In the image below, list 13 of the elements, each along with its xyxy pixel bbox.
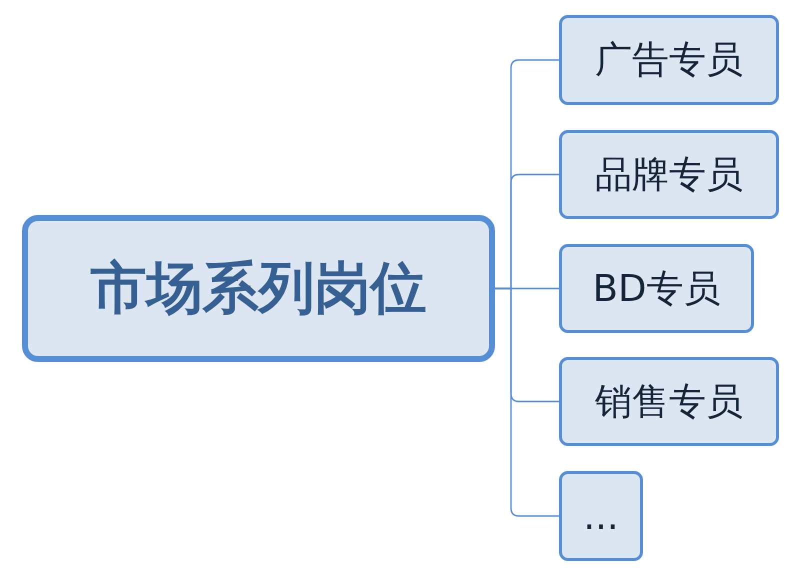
subtopic-box (559, 15, 779, 105)
topic-box (22, 215, 495, 362)
subtopic-label: BD专员 (592, 266, 720, 312)
subtopic-box (559, 244, 754, 333)
subtopic-label: 品牌专员 (595, 152, 743, 198)
subtopic-box (559, 357, 779, 446)
subtopic-box (559, 471, 643, 561)
topic-label: 市场系列岗位 (90, 254, 426, 322)
subtopic-label: 销售专员 (595, 378, 743, 424)
subtopic-box (559, 130, 779, 219)
subtopic-label: ... (583, 494, 619, 538)
subtopic-label: 广告专员 (595, 37, 743, 83)
connector-line (495, 288, 559, 517)
